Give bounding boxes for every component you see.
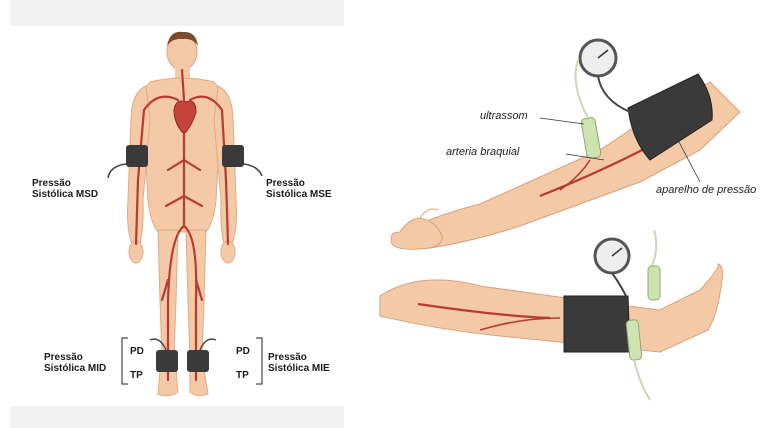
label-mie: Pressão Sistólica MIE [268, 352, 330, 374]
ultrasound-probe-arm [581, 117, 602, 159]
label-pd-left: PD [130, 346, 144, 357]
label-mse: Pressão Sistólica MSE [266, 178, 332, 200]
label-pd-right: PD [236, 346, 250, 357]
cuff-right-ankle [156, 350, 178, 372]
arm-illustration [391, 40, 740, 249]
label-pressure-device: aparelho de pressão [656, 184, 756, 196]
leg-illustration [380, 230, 723, 400]
label-msd: Pressão Sistólica MSD [32, 178, 98, 200]
bracket-right [256, 338, 262, 384]
label-tp-left: TP [130, 370, 143, 381]
label-ultrasound: ultrassom [480, 110, 528, 122]
label-mid: Pressão Sistólica MID [44, 352, 106, 374]
leg-cuff [564, 296, 630, 352]
cuff-left-arm [222, 145, 244, 167]
human-body-figure [128, 32, 237, 396]
cuff-right-arm [126, 145, 148, 167]
label-tp-right: TP [236, 370, 249, 381]
cuff-left-ankle [187, 350, 209, 372]
label-brachial-artery: arteria braquial [446, 146, 519, 158]
bracket-left [122, 338, 128, 384]
